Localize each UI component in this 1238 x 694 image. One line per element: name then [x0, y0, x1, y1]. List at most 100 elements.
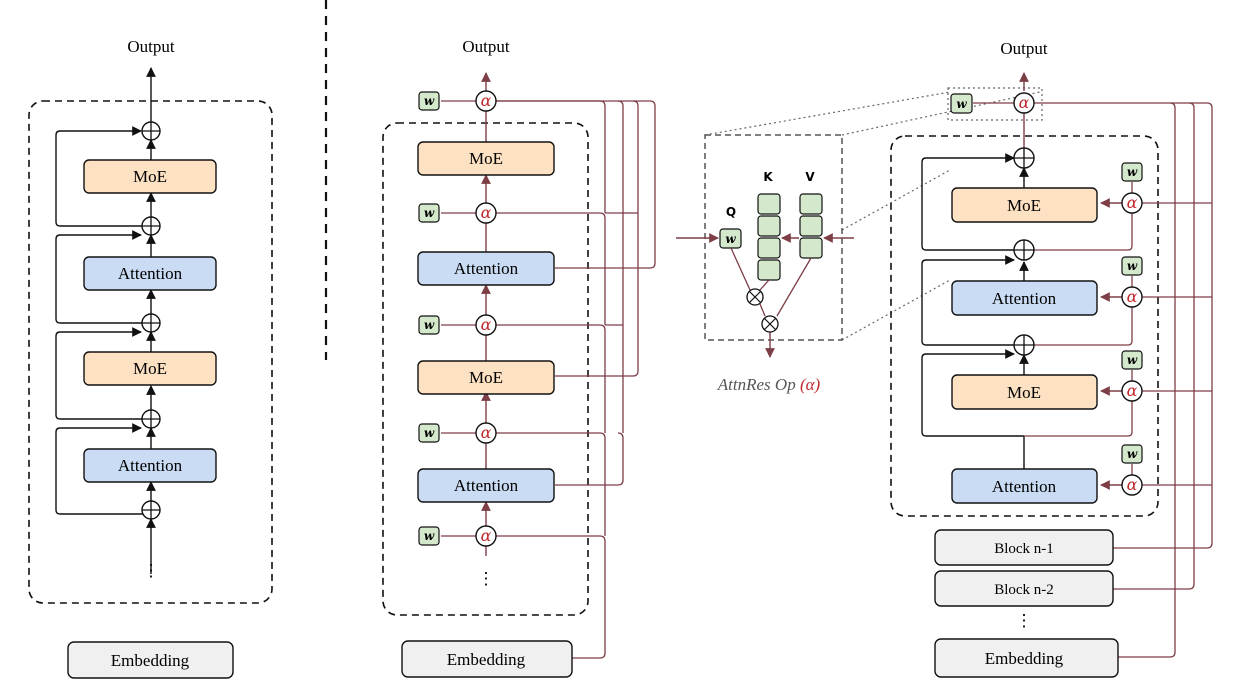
alpha-op-icon: α [1121, 380, 1143, 402]
panel3-layer-frame [890, 135, 1159, 517]
w-query-icon: w [418, 423, 440, 443]
w-query-icon: w [719, 228, 742, 249]
w-query-icon: w [418, 203, 440, 223]
svg-text:Attention: Attention [454, 476, 519, 495]
add-icon [141, 500, 161, 520]
svg-text:α: α [1127, 193, 1138, 212]
svg-text:Embedding: Embedding [985, 649, 1064, 668]
svg-text:α: α [1127, 287, 1138, 306]
svg-text:w: w [725, 232, 736, 246]
w-query-icon: w [418, 526, 440, 546]
v-label: V [805, 170, 815, 184]
svg-text:α: α [481, 91, 492, 110]
panel2-attention-block: Attention [417, 251, 555, 286]
alpha-op-icon: α [475, 314, 497, 336]
w-query-icon: w [1121, 444, 1143, 464]
w-query-icon: w [1121, 162, 1143, 182]
panel1-ellipsis: ⋮ [143, 561, 160, 580]
alpha-op-icon: α [1121, 286, 1143, 308]
svg-text:α: α [1019, 93, 1030, 112]
svg-text:α: α [481, 203, 492, 222]
key-vectors [757, 193, 781, 281]
svg-text:Block n-2: Block n-2 [994, 582, 1054, 598]
block-n-1-box: Block n-1 [934, 529, 1114, 566]
svg-text:Attention: Attention [992, 477, 1057, 496]
svg-text:α: α [481, 526, 492, 545]
q-label: Q [726, 205, 736, 219]
svg-text:w: w [424, 206, 435, 220]
panel2-moe-block: MoE [417, 360, 555, 395]
w-query-icon: w [950, 93, 973, 114]
svg-text:w: w [1127, 259, 1138, 273]
svg-text:w: w [1127, 447, 1138, 461]
svg-text:Attention: Attention [118, 456, 183, 475]
svg-text:α: α [1127, 475, 1138, 494]
multiply-icon [761, 315, 779, 333]
svg-text:w: w [424, 94, 435, 108]
panel1-attention-block: Attention [83, 256, 217, 291]
value-vectors [799, 193, 823, 259]
panel3-ellipsis: ⋮ [1016, 611, 1033, 630]
panel2-output-label: Output [462, 37, 510, 56]
panel1-attention-block: Attention [83, 448, 217, 483]
k-label: K [763, 170, 773, 184]
svg-text:MoE: MoE [1007, 196, 1041, 215]
block-n-2-box: Block n-2 [934, 570, 1114, 607]
panel3-attention-block: Attention [951, 468, 1098, 504]
svg-text:Block n-1: Block n-1 [994, 541, 1054, 557]
alpha-op-icon: α [475, 525, 497, 547]
alpha-op-icon: α [1121, 192, 1143, 214]
add-icon [141, 409, 161, 429]
alpha-op-icon: α [1121, 474, 1143, 496]
svg-text:Attention: Attention [118, 264, 183, 283]
panel2-embedding-block: Embedding [401, 640, 573, 678]
panel1-moe-block: MoE [83, 159, 217, 194]
svg-text:MoE: MoE [1007, 383, 1041, 402]
svg-text:MoE: MoE [469, 149, 503, 168]
svg-text:w: w [424, 318, 435, 332]
panel2-moe-block: MoE [417, 141, 555, 176]
panel3-output-label: Output [1000, 39, 1048, 58]
alpha-op-icon: α [475, 202, 497, 224]
panel-standard-residual: Output MoE Attention MoE Attention ⋮ Emb… [28, 37, 273, 679]
panel2-ellipsis: ⋮ [478, 569, 495, 588]
alpha-op-icon: α [1013, 92, 1035, 114]
svg-text:w: w [424, 426, 435, 440]
svg-text:w: w [956, 97, 967, 111]
alpha-op-icon: α [475, 422, 497, 444]
add-icon [141, 121, 161, 141]
op-caption: AttnRes Op (α) [717, 375, 821, 394]
panel1-output-label: Output [127, 37, 175, 56]
panel1-moe-block: MoE [83, 351, 217, 386]
svg-text:w: w [1127, 353, 1138, 367]
panel-block-attnres: Output [890, 39, 1213, 678]
svg-text:Embedding: Embedding [447, 650, 526, 669]
svg-text:w: w [424, 529, 435, 543]
panel3-embedding-block: Embedding [934, 638, 1119, 678]
svg-text:MoE: MoE [133, 167, 167, 186]
panel-full-attnres: Output w w w w [382, 37, 656, 678]
svg-text:Embedding: Embedding [111, 651, 190, 670]
w-query-icon: w [418, 315, 440, 335]
svg-text:Attention: Attention [992, 289, 1057, 308]
svg-text:α: α [481, 315, 492, 334]
svg-text:w: w [1127, 165, 1138, 179]
w-query-icon: w [418, 91, 440, 111]
w-query-icon: w [1121, 256, 1143, 276]
svg-text:α: α [481, 423, 492, 442]
svg-text:MoE: MoE [133, 359, 167, 378]
add-icon [1013, 334, 1035, 356]
svg-text:α: α [1127, 381, 1138, 400]
w-query-icon: w [1121, 350, 1143, 370]
panel1-layer-frame [28, 100, 273, 604]
attnres-op-detail: Q K V w AttnRes Op (α) [676, 87, 1043, 394]
panel3-moe-block: MoE [951, 187, 1098, 223]
svg-text:MoE: MoE [469, 368, 503, 387]
add-icon [141, 313, 161, 333]
add-icon [1013, 147, 1035, 169]
panel1-embedding-block: Embedding [67, 641, 234, 679]
add-icon [1013, 239, 1035, 261]
multiply-icon [746, 288, 764, 306]
panel3-moe-block: MoE [951, 374, 1098, 410]
